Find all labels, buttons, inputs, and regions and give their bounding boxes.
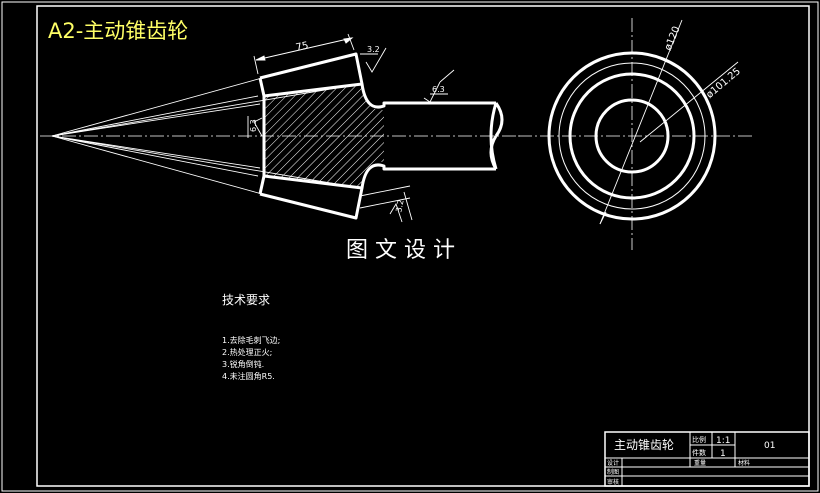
titleblock-qty-label: 件数 [692,448,706,457]
tech-item-1: 1.去除毛刺飞边; [222,335,280,345]
roughness-63-left [247,116,263,138]
roughness-32-bottom-label: 3.2 [394,199,405,213]
titleblock-qty-value: 1 [720,449,726,459]
dim-75-label: 75 [295,40,310,53]
roughness-32-top [360,47,387,73]
outer-circle [547,51,717,221]
tech-item-3: 3.锐角倒钝. [222,359,264,369]
inner-circle [594,98,670,174]
tech-heading: 技术要求 [222,293,270,307]
titleblock-material-label: 材料 [738,459,750,467]
titleblock-row-check: 审核 [607,478,619,486]
dia-101-label: ø101.25 [704,66,743,101]
side-view [518,18,752,250]
drawing-frame [36,5,810,487]
titleblock-row-draw: 制图 [607,468,619,476]
roughness-32-top-label: 3.2 [367,45,380,54]
roughness-63-left-label: 6.3 [249,119,258,132]
gear-outline [258,52,504,220]
roughness-32-bottom [359,185,413,223]
middle-circle [568,72,696,200]
cone-lines [51,77,361,195]
titleblock-row-design: 设计 [607,459,619,467]
mid-circle-thin [558,62,706,210]
titleblock-drawing-no: 01 [764,441,775,451]
roughness-63-right [423,69,455,103]
dia-120-label: ø120 [663,25,683,53]
tech-item-4: 4.未注圆角R5. [222,371,275,381]
sheet-title: A2-主动锥齿轮 [48,19,188,43]
titleblock-part-name: 主动锥齿轮 [614,438,674,452]
roughness-63-right-label: 6.3 [432,85,445,94]
titleblock-scale-label: 比例 [692,435,706,444]
tech-item-2: 2.热处理正火; [222,347,272,357]
title-block [604,431,810,487]
titleblock-scale-value: 1:1 [716,436,730,446]
gear-section-hatch [264,84,384,188]
dim-75 [253,33,355,75]
watermark-text: 图 文 设 计 [346,238,455,263]
titleblock-weight-label: 重量 [694,459,706,467]
